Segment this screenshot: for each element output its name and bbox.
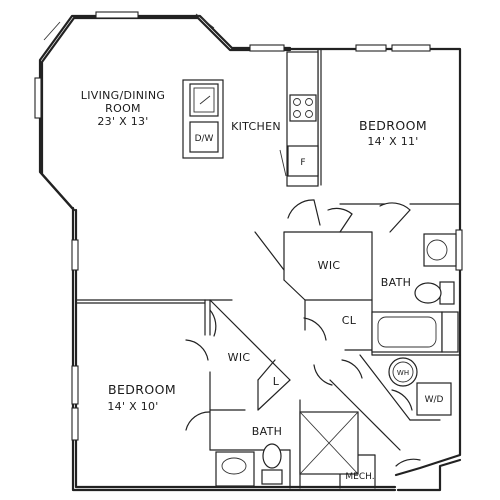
living-dining-size: 23' X 13' [97, 115, 148, 128]
water-heater-label: WH [397, 369, 409, 377]
kitchen-label: KITCHEN [231, 120, 281, 133]
bedroom-2-label: BEDROOM [108, 382, 176, 397]
window [195, 13, 215, 29]
living-dining-label: LIVING/DINING [81, 89, 165, 102]
door-swing [303, 317, 327, 341]
window [43, 21, 61, 41]
door-swings [185, 199, 421, 467]
sink-icon [215, 451, 255, 487]
window [71, 365, 79, 405]
door-swing [313, 364, 333, 386]
washer-dryer [416, 382, 452, 416]
wic-2-label: WIC [228, 351, 251, 364]
exterior-walls [38, 14, 462, 492]
toilet-tank [261, 469, 283, 485]
bedroom-2-size: 14' X 10' [107, 400, 158, 413]
door-swing [287, 199, 315, 219]
sink-icon [189, 83, 219, 117]
door-swing [185, 339, 209, 361]
refrigerator-label: F [300, 158, 305, 168]
door-swing [341, 359, 363, 379]
window [71, 407, 79, 441]
sink-icon [423, 233, 457, 267]
bedroom-1-size: 14' X 11' [367, 135, 418, 148]
door-swing [327, 207, 353, 215]
bath-2-label: BATH [252, 425, 282, 438]
door-swing [395, 458, 421, 467]
door-swing [185, 411, 211, 431]
linen-closet-label: L [273, 375, 280, 388]
refrigerator [287, 145, 319, 177]
bath-1-label: BATH [381, 276, 411, 289]
dishwasher-label: D/W [195, 134, 214, 144]
bathtub [371, 311, 443, 353]
closet-label: CL [342, 314, 357, 327]
bath-2-fixtures [215, 411, 359, 487]
window [455, 229, 463, 271]
bedroom-1-label: BEDROOM [359, 118, 427, 133]
door-swing [209, 309, 217, 337]
door-swing [379, 202, 411, 211]
window [34, 77, 42, 119]
window [355, 44, 387, 52]
bath-1-fixtures: WH W/D [371, 233, 459, 416]
washer-dryer-label: W/D [425, 395, 444, 405]
window [249, 44, 285, 52]
living-dining-label-line2: ROOM [105, 102, 141, 115]
toilet-icon [262, 443, 282, 469]
window [95, 11, 139, 19]
door-swing [313, 199, 321, 226]
door-swing [339, 213, 353, 233]
wic-1-label: WIC [318, 259, 341, 272]
dishwasher [189, 121, 219, 153]
mech-room-label: MECH. [345, 472, 374, 482]
toilet-tank [439, 281, 455, 305]
toilet-icon [414, 282, 442, 304]
window [391, 44, 431, 52]
window [71, 239, 79, 271]
kitchen-island: D/W [182, 79, 224, 159]
stove-icon [289, 94, 317, 122]
kitchen-counter: F [279, 51, 319, 187]
door-swing [389, 209, 411, 233]
door-swing [391, 389, 413, 411]
